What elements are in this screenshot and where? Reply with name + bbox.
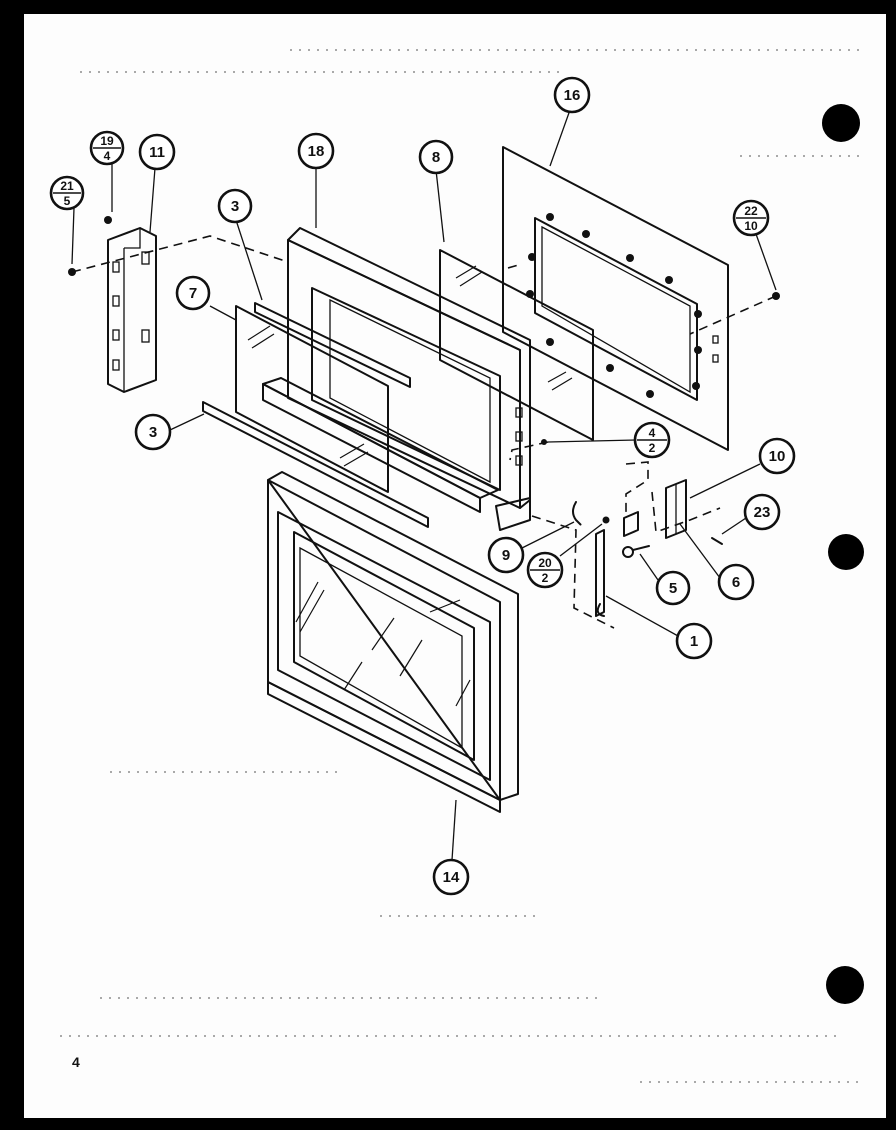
- callout-4-2: 4 2: [633, 421, 671, 459]
- callout-5-label: 5: [669, 580, 677, 597]
- binder-hole-bottom: [826, 966, 864, 1004]
- callout-21-bottom: 5: [64, 194, 71, 208]
- callout-18-label: 18: [308, 143, 325, 160]
- outer-panel-16: [502, 146, 729, 451]
- callout-8-label: 8: [432, 149, 440, 166]
- scan-noise: [60, 49, 860, 1083]
- callout-23-label: 23: [754, 504, 771, 521]
- callout-19-4: 19 4: [89, 130, 125, 166]
- callout-22-top: 22: [744, 204, 758, 218]
- outer-door-14: [267, 471, 519, 813]
- callout-6: 6: [717, 563, 755, 601]
- callout-1: 1: [675, 622, 713, 660]
- callout-23: 23: [743, 493, 781, 531]
- callout-3-upper: 3: [217, 188, 253, 224]
- callout-20-bottom: 2: [542, 571, 549, 585]
- callout-9: 9: [487, 536, 525, 574]
- callout-3-lower-label: 3: [149, 424, 157, 441]
- callout-16: 16: [553, 76, 591, 114]
- callout-19-top: 19: [100, 134, 114, 148]
- callout-8: 8: [418, 139, 454, 175]
- binder-hole-middle: [828, 534, 864, 570]
- callout-20-2: 20 2: [526, 551, 564, 589]
- callout-16-label: 16: [564, 87, 581, 104]
- hinge-bracket-11: [107, 227, 157, 393]
- callout-14-label: 14: [443, 869, 460, 886]
- callout-6-label: 6: [732, 574, 740, 591]
- callout-14: 14: [432, 858, 470, 896]
- callout-18: 18: [297, 132, 335, 170]
- glass-pane-8: [439, 249, 594, 441]
- callout-21-top: 21: [60, 179, 74, 193]
- callout-19-bottom: 4: [104, 149, 111, 163]
- callout-4-top: 4: [649, 426, 656, 440]
- inner-frame-18: [287, 227, 531, 531]
- callout-7: 7: [175, 275, 211, 311]
- callout-10: 10: [758, 437, 796, 475]
- page-number: 4: [72, 1054, 80, 1070]
- callout-7-label: 7: [189, 285, 197, 302]
- callout-20-top: 20: [538, 556, 552, 570]
- inner-glass-7: [235, 305, 389, 493]
- trim-strip-3-upper: [254, 302, 411, 388]
- bottom-channel: [262, 377, 499, 513]
- assembly-lines: [71, 235, 777, 629]
- callout-22-10: 22 10: [732, 199, 770, 237]
- binder-hole-top: [822, 104, 860, 142]
- callout-3-lower: 3: [134, 413, 172, 451]
- callout-11-label: 11: [149, 144, 165, 161]
- callout-22-bottom: 10: [744, 219, 758, 233]
- trim-strip-3-lower: [202, 401, 429, 528]
- callout-11: 11: [138, 133, 176, 171]
- callout-10-label: 10: [769, 448, 786, 465]
- callout-3-upper-label: 3: [231, 198, 239, 215]
- callout-5: 5: [655, 570, 691, 606]
- callout-1-label: 1: [690, 633, 698, 650]
- callout-9-label: 9: [502, 547, 510, 564]
- callout-4-bottom: 2: [649, 441, 656, 455]
- callout-21-5: 21 5: [49, 175, 85, 211]
- leader-lines: [71, 109, 777, 861]
